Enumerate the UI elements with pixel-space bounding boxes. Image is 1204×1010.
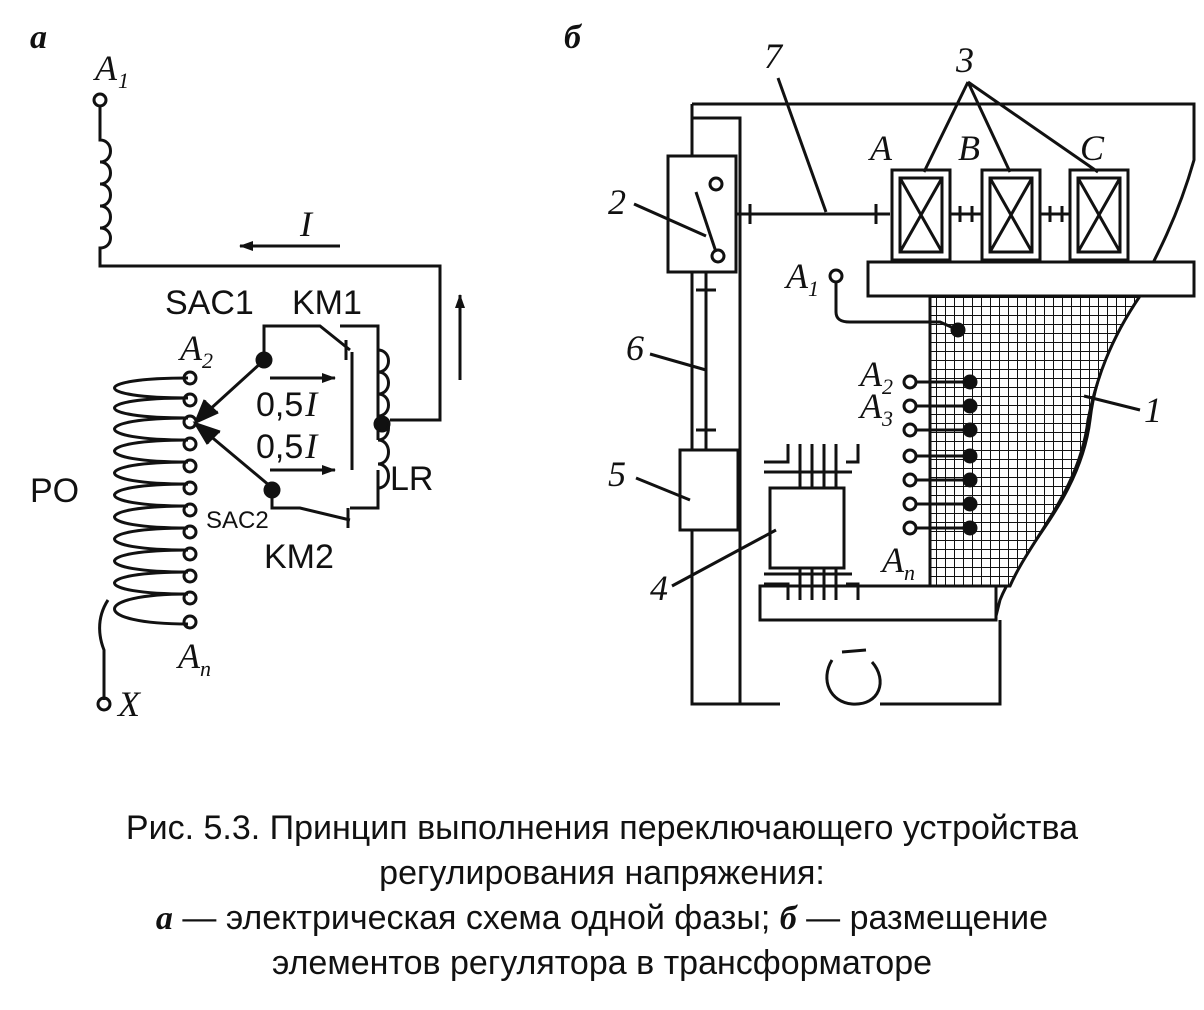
contactor-km1 [262, 324, 380, 440]
phase-selector-b [980, 168, 1042, 262]
tap-a3-b-sub: 3 [881, 406, 893, 431]
callout-3: 3 [955, 40, 974, 80]
tap-a1-lead [834, 282, 959, 332]
tank-partition [692, 116, 742, 704]
half-current-top-label: 0,5I [256, 384, 319, 424]
terminal-a1 [92, 92, 108, 108]
caption-line-2: регулирования напряжения: [379, 854, 825, 892]
tap-a2-b-label: A [858, 354, 883, 394]
terminal-a1-label: A [93, 48, 118, 88]
contactor-km2 [270, 470, 380, 522]
selector-arm-sac1-tip [193, 399, 219, 425]
panel-a-schematic: а A 1 I SAC1 KM1 A 2 PO [30, 19, 465, 724]
terminal-x [96, 696, 112, 712]
caption-line-3: а — электрическая схема одной фазы; б — … [155, 899, 1049, 937]
callout-1: 1 [1144, 390, 1162, 430]
phase-selector-a [890, 168, 952, 262]
tap-a3-b-label: A [858, 386, 883, 426]
callout-2: 2 [608, 182, 626, 222]
core-windings-hatched [928, 294, 1143, 588]
regulating-winding-coil [98, 376, 189, 700]
callout-4-leader [671, 528, 777, 588]
callout-6: 6 [626, 328, 644, 368]
main-winding [98, 106, 442, 422]
current-label: I [299, 204, 314, 244]
phase-selector-c [1068, 168, 1130, 262]
switch-blade [694, 191, 718, 253]
phase-a-label: A [868, 128, 893, 168]
half-current-bottom-label: 0,5I [256, 426, 319, 466]
switch-contact-top [708, 176, 724, 192]
tap-a2-b-sub: 2 [882, 374, 893, 399]
panel-a-letter: а [30, 19, 47, 56]
selector-arm-sac2-tip [192, 421, 221, 445]
panel-b-layout: б A [564, 19, 1196, 706]
caption-line-1: Рис. 5.3. Принцип выполнения переключающ… [125, 809, 1079, 847]
tap-a1-label: A [784, 256, 809, 296]
callout-7-leader [776, 77, 828, 213]
panel-b-letter: б [564, 19, 583, 56]
callout-5: 5 [608, 454, 626, 494]
callout-6-leader [649, 352, 707, 372]
drive-rotation-arrow [841, 648, 867, 654]
contactor-km1-label: KM1 [292, 284, 362, 322]
tap-an-label: A [176, 636, 201, 676]
caption-line-4: элементов регулятора в трансформаторе [271, 944, 933, 982]
tap-a1-terminal [828, 268, 844, 284]
figure-caption: Рис. 5.3. Принцип выполнения переключающ… [0, 806, 1204, 986]
switch-sac1-label: SAC1 [165, 284, 254, 322]
callout-7: 7 [764, 36, 784, 76]
reactor-4 [764, 444, 860, 600]
top-yoke [866, 260, 1196, 298]
tap-a2-sub: 2 [202, 348, 213, 373]
reactor-label: LR [390, 460, 433, 498]
phase-b-label: B [958, 128, 980, 168]
tap-an-b-label: A [880, 540, 905, 580]
callout-3-leaders [922, 80, 1099, 174]
selector-couplings [950, 206, 1070, 222]
transformer-tap-changer-figure: а A 1 I SAC1 KM1 A 2 PO [30, 19, 1196, 724]
reactor-midpoint [373, 415, 391, 433]
bottom-yoke [758, 584, 998, 622]
tap-a2-label: A [178, 328, 203, 368]
regulating-winding-label: PO [30, 472, 79, 510]
tap-leads [902, 374, 978, 536]
callout-4: 4 [650, 568, 668, 608]
switch-sac2-label: SAC2 [206, 507, 269, 534]
callout-5-leader [635, 476, 691, 502]
callout-2-leader [633, 202, 707, 238]
terminal-a1-sub: 1 [118, 68, 129, 93]
tap-contacts [182, 370, 198, 630]
tap-an-b-sub: n [904, 560, 915, 585]
terminal-x-label: X [116, 684, 142, 724]
contactor-block-5 [678, 448, 740, 532]
contactor-km2-label: KM2 [264, 538, 334, 576]
tap-an-sub: n [200, 656, 211, 681]
reactor-coil [377, 348, 390, 490]
callout-1-leader [1083, 394, 1141, 412]
tap-a1-sub: 1 [808, 276, 819, 301]
drive-rotation-symbol [825, 659, 882, 706]
switch-contact-bottom [710, 248, 726, 264]
